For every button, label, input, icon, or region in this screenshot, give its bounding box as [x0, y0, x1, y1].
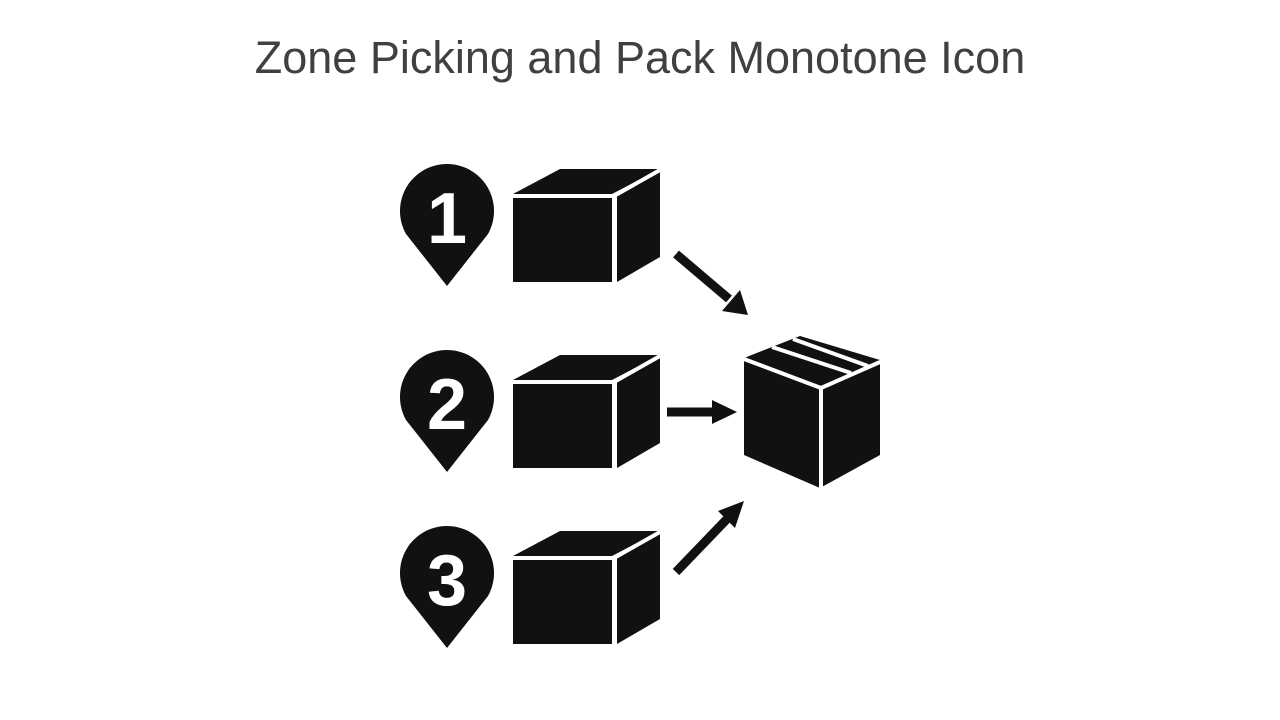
zone-1-pin-icon: 1	[399, 163, 495, 286]
zone-2-box-icon	[513, 354, 661, 468]
arrow-1-icon	[673, 250, 748, 315]
packed-box-icon	[743, 336, 881, 488]
zone-3-number: 3	[427, 541, 467, 621]
zone-3-box-icon	[513, 530, 661, 644]
zone-1-box-icon	[513, 168, 661, 282]
slide-title: Zone Picking and Pack Monotone Icon	[254, 32, 1026, 83]
zone-2-number: 2	[427, 365, 467, 445]
arrow-2-icon	[667, 400, 737, 424]
zone-3-pin-icon: 3	[399, 526, 495, 648]
arrow-3-icon	[672, 501, 744, 576]
zone-1-number: 1	[427, 179, 467, 259]
zone-2-pin-icon: 2	[399, 350, 495, 472]
